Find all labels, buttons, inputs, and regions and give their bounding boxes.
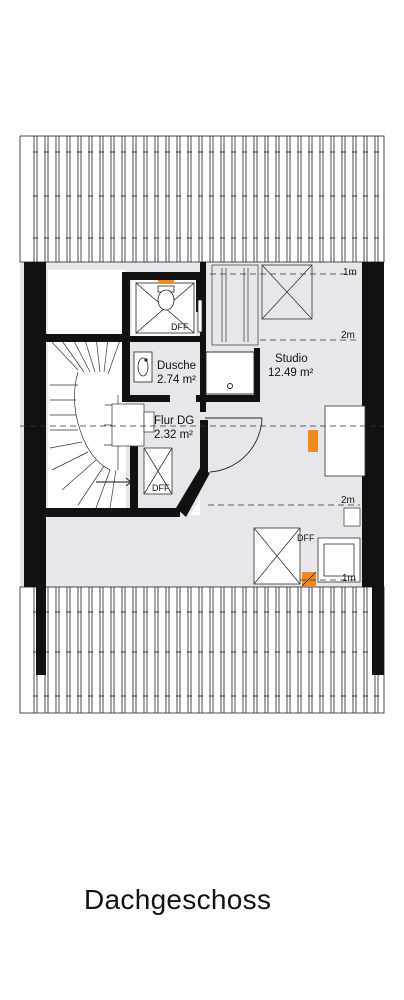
stair-landing [111,403,145,447]
accent-mark-bottom-diag [301,571,317,587]
toilet [135,282,195,334]
room-area-dusche: 2.74 m² [157,374,196,386]
height-label-1m-bottom: 1m [342,573,356,584]
small-box-right [343,507,361,527]
stair-treads [49,336,128,509]
washbasin [133,351,153,383]
skylight-bottom-left [253,527,301,585]
skylight-flur [143,447,173,495]
height-label-2m-top: 2m [341,330,355,341]
skylight-strip [211,264,259,346]
accent-mark-studio [308,430,318,452]
page-title: Dachgeschoss [84,884,272,915]
room-name-studio: Studio [275,353,308,365]
dff-label-toilet: DFF [171,322,189,332]
dff-label-flur: DFF [152,483,170,493]
stair-hall-white [48,270,126,510]
shower-tray [205,351,255,395]
dff-label-bottom: DFF [297,533,315,543]
room-area-studio: 12.49 m² [268,367,314,379]
flur-step [143,411,155,433]
room-area-flur: 2.32 m² [154,429,193,441]
accent-mark-toilet [158,280,174,284]
flur-door [205,417,263,473]
roof-bottom-hatch [19,586,385,714]
radiator-toilet [197,299,203,333]
studio-furniture [324,405,366,477]
room-name-dusche: Dusche [157,360,196,372]
skylight-bottom-right [317,537,361,583]
height-label-2m-bottom: 2m [341,495,355,506]
room-name-flur: Flur DG [154,415,194,427]
walls [24,262,384,675]
roof-top-hatch [19,135,385,263]
height-label-1m-top: 1m [343,267,357,278]
height-lines [20,273,384,581]
